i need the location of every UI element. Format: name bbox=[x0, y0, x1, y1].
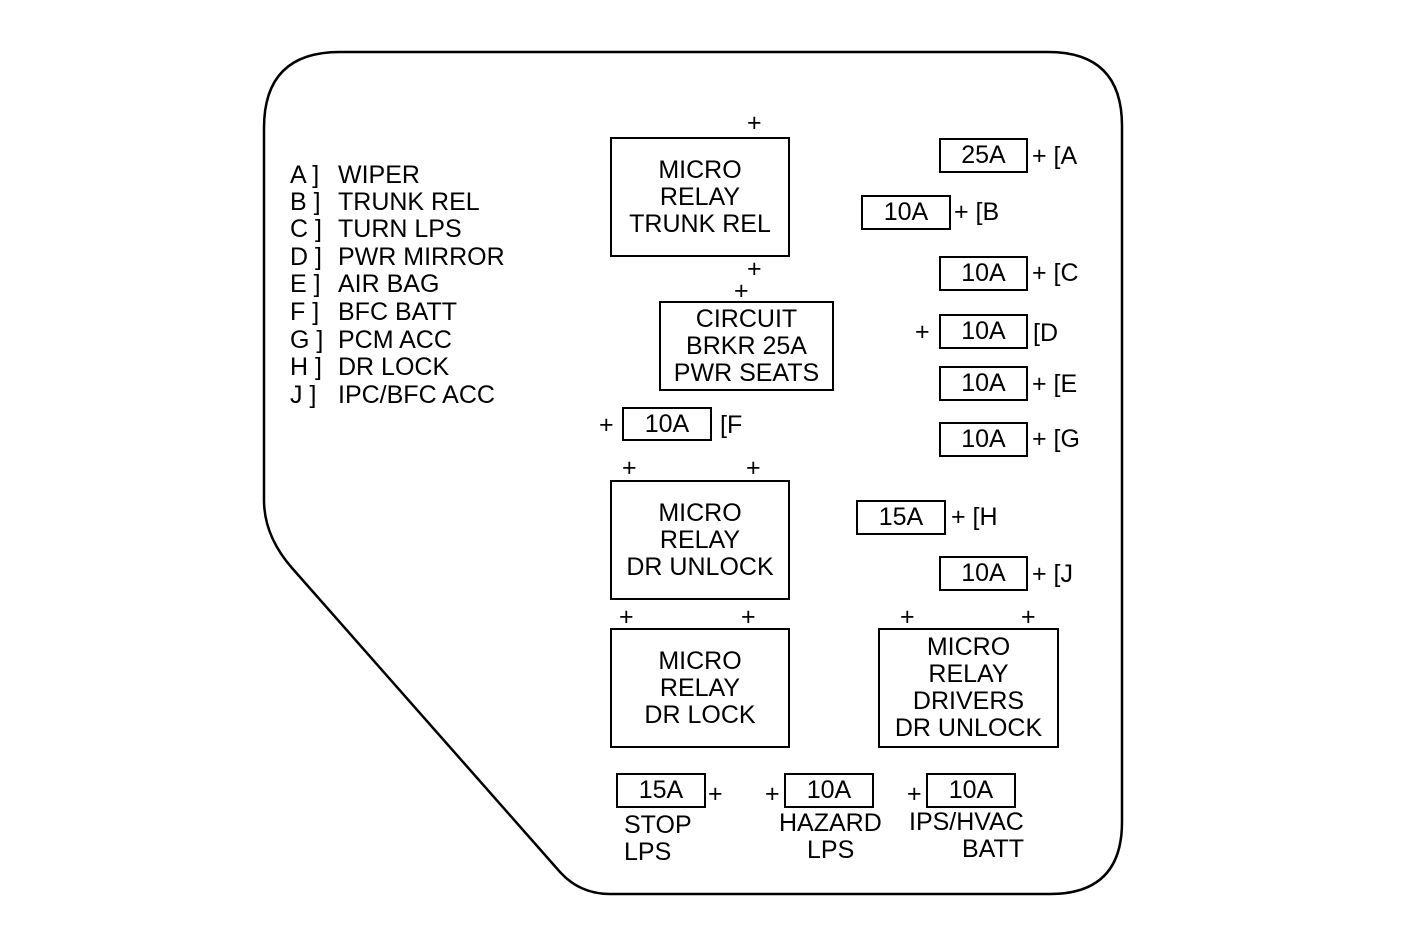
fuse-a: 25A bbox=[939, 138, 1028, 173]
plus-terminal: + bbox=[907, 780, 922, 808]
fuse-c-tag: + [C bbox=[1032, 259, 1079, 287]
plus-terminal: + bbox=[747, 109, 762, 137]
plus-terminal: + bbox=[708, 780, 723, 808]
fuse-ips-label: BATT bbox=[962, 835, 1025, 863]
fuse-hazard-lps: 10A bbox=[784, 773, 874, 808]
plus-terminal: + bbox=[746, 454, 761, 482]
plus-terminal: + bbox=[900, 603, 915, 631]
fuse-b: 10A bbox=[861, 195, 951, 230]
circuit-breaker-pwr-seats: CIRCUIT BRKR 25A PWR SEATS bbox=[659, 301, 834, 391]
relay-drivers-dr-unlock: MICRO RELAY DRIVERS DR UNLOCK bbox=[878, 628, 1059, 748]
plus-terminal: + bbox=[1021, 603, 1036, 631]
fuse-d: 10A bbox=[939, 314, 1028, 349]
plus-terminal: + bbox=[747, 255, 762, 283]
plus-terminal: + bbox=[741, 603, 756, 631]
plus-terminal: + bbox=[734, 277, 749, 305]
fuse-f-tag: [F bbox=[720, 411, 743, 439]
plus-terminal: + bbox=[619, 603, 634, 631]
fuse-e: 10A bbox=[939, 366, 1028, 401]
fuse-j: 10A bbox=[939, 556, 1028, 591]
fuse-h-tag: + [H bbox=[951, 503, 998, 531]
fuse-stop-label: LPS bbox=[624, 838, 672, 866]
plus-terminal: + bbox=[915, 318, 930, 346]
fuse-stop-label: STOP bbox=[624, 811, 692, 839]
fuse-b-tag: + [B bbox=[954, 198, 1000, 226]
relay-dr-lock: MICRO RELAY DR LOCK bbox=[610, 628, 790, 748]
plus-terminal: + bbox=[765, 780, 780, 808]
fuse-hazard-label: LPS bbox=[807, 836, 855, 864]
plus-terminal: + bbox=[622, 454, 637, 482]
fuse-h: 15A bbox=[856, 500, 946, 535]
fuse-g: 10A bbox=[939, 422, 1028, 457]
fuse-e-tag: + [E bbox=[1032, 370, 1078, 398]
fuse-ips-label: IPS/HVAC bbox=[909, 808, 1024, 836]
plus-terminal: + bbox=[599, 411, 614, 439]
fuse-ips-hvac-batt: 10A bbox=[926, 773, 1016, 808]
relay-dr-unlock: MICRO RELAY DR UNLOCK bbox=[610, 480, 790, 600]
fuse-a-tag: + [A bbox=[1032, 142, 1078, 170]
fuse-g-tag: + [G bbox=[1032, 425, 1080, 453]
fuse-c: 10A bbox=[939, 256, 1028, 291]
fuse-stop-lps: 15A bbox=[616, 773, 706, 808]
fuse-d-tag: [D bbox=[1033, 319, 1058, 347]
fuse-hazard-label: HAZARD bbox=[779, 809, 882, 837]
relay-trunk-rel: MICRO RELAY TRUNK REL bbox=[610, 137, 790, 257]
fuse-f: 10A bbox=[622, 407, 712, 441]
fuse-j-tag: + [J bbox=[1032, 560, 1073, 588]
